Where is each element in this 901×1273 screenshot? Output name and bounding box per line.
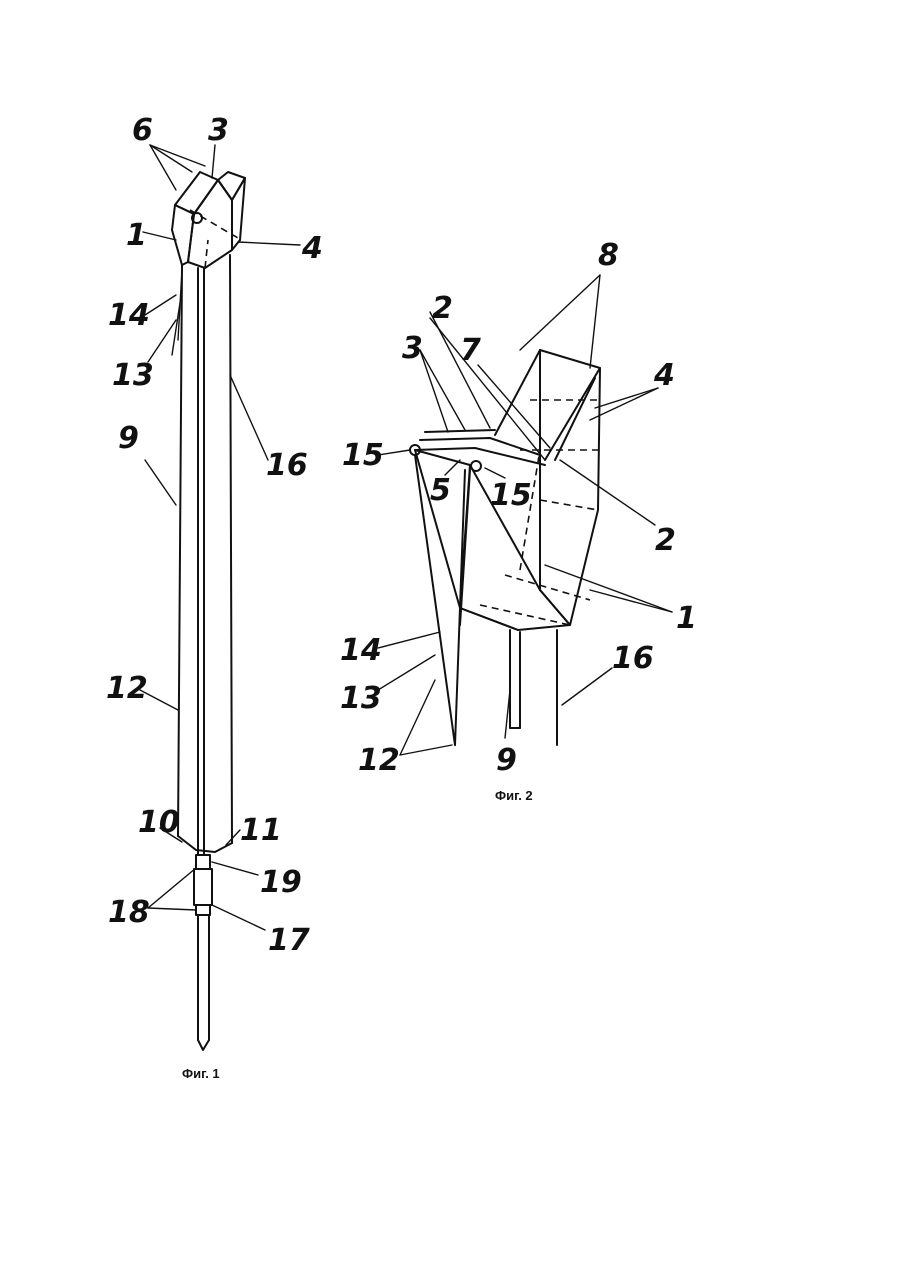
figure-1: 6 3 1 4 14 13 9 16 12 10 11 19 18 17 Фиг…	[106, 113, 323, 1081]
fig2-label-3: 3	[402, 331, 423, 366]
fig1-label-11: 11	[240, 813, 282, 848]
fig2-label-7: 7	[460, 333, 481, 368]
fig1-label-19: 19	[260, 865, 302, 900]
fig1-label-13: 13	[112, 358, 154, 393]
fig1-label-14: 14	[108, 298, 150, 333]
fig1-label-12: 12	[106, 671, 148, 706]
fig1-label-6: 6	[132, 113, 153, 148]
fig1-rod	[194, 855, 212, 1050]
fig1-caption: Фиг. 1	[182, 1066, 220, 1081]
fig2-caption: Фиг. 2	[495, 788, 533, 803]
fig2-label-8: 8	[598, 238, 619, 273]
fig2-label-1: 1	[676, 601, 697, 636]
fig1-label-16: 16	[266, 448, 308, 483]
fig1-head	[172, 172, 245, 268]
fig1-label-4: 4	[301, 231, 323, 266]
fig2-label-14: 14	[340, 633, 382, 668]
fig2-label-4: 4	[653, 358, 675, 393]
fig2-label-5: 5	[430, 473, 451, 508]
fig2-label-12: 12	[358, 743, 400, 778]
fig1-label-17: 17	[268, 923, 310, 958]
fig1-label-1: 1	[126, 218, 147, 253]
fig2-label-2a: 2	[432, 291, 453, 326]
fig1-label-3: 3	[208, 113, 229, 148]
fig1-body	[172, 255, 232, 855]
fig2-label-9: 9	[496, 743, 517, 778]
fig1-label-9: 9	[118, 421, 139, 456]
fig1-label-18: 18	[108, 895, 150, 930]
fig2-label-13: 13	[340, 681, 382, 716]
fig2-label-15b: 15	[490, 478, 532, 513]
fig2-label-16: 16	[612, 641, 654, 676]
figure-2: 8 2 3 7 4 15 5 15 2 1 14 13 16 12 9 Фиг.…	[340, 238, 697, 803]
fig2-label-15a: 15	[342, 438, 384, 473]
fig2-label-2b: 2	[655, 523, 676, 558]
fig1-label-10: 10	[138, 805, 180, 840]
